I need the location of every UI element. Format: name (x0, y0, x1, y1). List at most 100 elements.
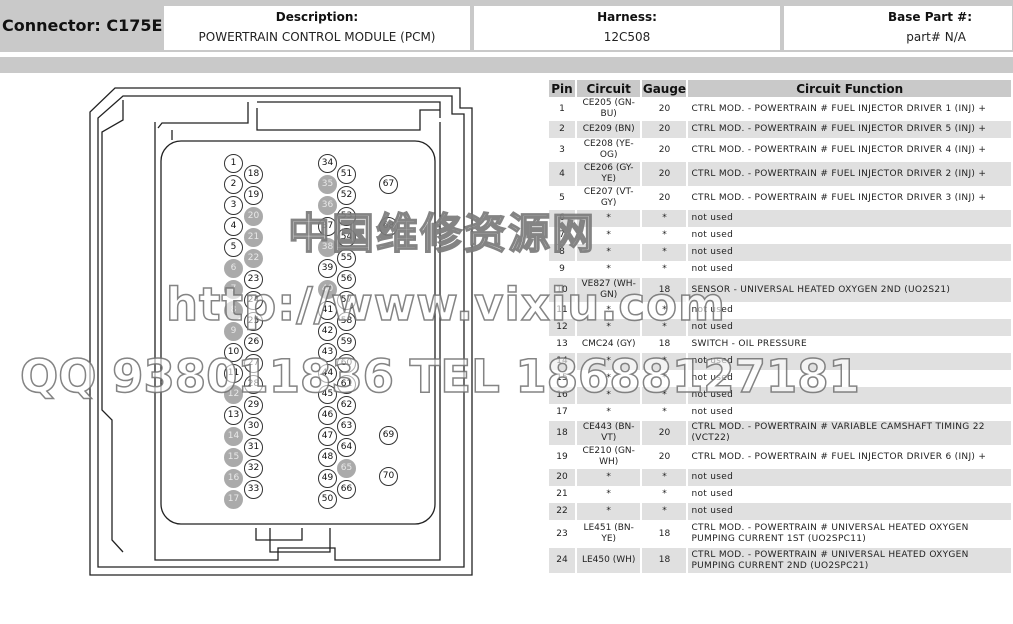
cavity: 57 (337, 291, 356, 310)
cavity: 51 (337, 165, 356, 184)
gauge-cell: * (641, 227, 689, 244)
function-cell: CTRL MOD. - POWERTRAIN # FUEL INJECTOR D… (687, 445, 1013, 469)
gauge-cell: 20 (641, 121, 689, 138)
circuit-cell: * (575, 404, 643, 421)
pin-cell: 16 (549, 387, 577, 404)
gauge-cell: * (641, 486, 689, 503)
circuit-cell: CMC24 (GY) (575, 336, 643, 353)
cavity: 53 (337, 207, 356, 226)
function-cell: not used (687, 486, 1013, 503)
pin-cell: 24 (549, 548, 577, 573)
cavity-plugged: 14 (224, 427, 243, 446)
gauge-cell: 18 (641, 520, 689, 548)
table-row: 11**not used (549, 302, 1013, 319)
pin-cell: 14 (549, 353, 577, 370)
function-cell: not used (687, 261, 1013, 278)
cavity: 4 (224, 217, 243, 236)
cavity: 48 (318, 448, 337, 467)
cavity-plugged: 7 (224, 280, 243, 299)
circuit-cell: CE205 (GN-BU) (575, 97, 643, 121)
gauge-cell: * (641, 404, 689, 421)
cavity: 64 (337, 438, 356, 457)
gauge-cell: 18 (641, 336, 689, 353)
function-cell: CTRL MOD. - POWERTRAIN # UNIVERSAL HEATE… (687, 548, 1013, 573)
gauge-cell: * (641, 244, 689, 261)
circuit-cell: CE210 (GN-WH) (575, 445, 643, 469)
cavity: 54 (337, 228, 356, 247)
cavity: 30 (244, 417, 263, 436)
pin-cell: 7 (549, 227, 577, 244)
cavity: 39 (318, 259, 337, 278)
pin-cell: 8 (549, 244, 577, 261)
connector-outline (89, 87, 473, 576)
circuit-cell: * (575, 370, 643, 387)
pin-cell: 9 (549, 261, 577, 278)
circuit-cell: * (575, 387, 643, 404)
base-part-value: part# N/A (906, 30, 966, 44)
circuit-cell: CE207 (VT-GY) (575, 186, 643, 210)
cavity: 27 (244, 354, 263, 373)
cavity: 19 (244, 186, 263, 205)
pin-cell: 3 (549, 138, 577, 162)
circuit-cell: CE443 (BN-VT) (575, 421, 643, 445)
cavity: 31 (244, 438, 263, 457)
circuit-cell: * (575, 503, 643, 520)
cavity: 47 (318, 427, 337, 446)
description-label: Description: (275, 10, 359, 24)
circuit-cell: CE209 (BN) (575, 121, 643, 138)
table-row: 22**not used (549, 503, 1013, 520)
gauge-cell: * (641, 210, 689, 227)
cavity: 11 (224, 364, 243, 383)
table-row: 14**not used (549, 353, 1013, 370)
table-row: 16**not used (549, 387, 1013, 404)
circuit-cell: * (575, 261, 643, 278)
function-cell: not used (687, 469, 1013, 486)
table-row: 21**not used (549, 486, 1013, 503)
cavity: 44 (318, 364, 337, 383)
cavity: 69 (379, 426, 398, 445)
cavity: 55 (337, 249, 356, 268)
circuit-cell: * (575, 469, 643, 486)
cavity: 5 (224, 238, 243, 257)
cavity: 29 (244, 396, 263, 415)
cavity: 37 (318, 217, 337, 236)
function-cell: CTRL MOD. - POWERTRAIN # FUEL INJECTOR D… (687, 97, 1013, 121)
cavity-plugged: 6 (224, 259, 243, 278)
circuit-cell: VE827 (WH-GN) (575, 278, 643, 302)
table-row: 9**not used (549, 261, 1013, 278)
circuit-cell: LE450 (WH) (575, 548, 643, 573)
pin-cell: 4 (549, 162, 577, 186)
cavity-plugged: 16 (224, 469, 243, 488)
harness-label: Harness: (597, 10, 657, 24)
description-value: POWERTRAIN CONTROL MODULE (PCM) (198, 30, 436, 44)
pin-cell: 23 (549, 520, 577, 548)
function-cell: CTRL MOD. - POWERTRAIN # FUEL INJECTOR D… (687, 186, 1013, 210)
cavity: 13 (224, 406, 243, 425)
function-cell: not used (687, 503, 1013, 520)
gauge-cell: 20 (641, 421, 689, 445)
gauge-cell: 20 (641, 97, 689, 121)
table-row: 7**not used (549, 227, 1013, 244)
cavity: 25 (244, 312, 263, 331)
cavity-plugged: 8 (224, 301, 243, 320)
circuit-cell: * (575, 210, 643, 227)
function-cell: CTRL MOD. - POWERTRAIN # FUEL INJECTOR D… (687, 138, 1013, 162)
function-cell: SENSOR - UNIVERSAL HEATED OXYGEN 2ND (UO… (687, 278, 1013, 302)
cavity: 26 (244, 333, 263, 352)
function-cell: SWITCH - OIL PRESSURE (687, 336, 1013, 353)
cavity: 42 (318, 322, 337, 341)
cavity: 34 (318, 154, 337, 173)
col-gauge-header: Gauge (641, 80, 689, 97)
base-part-box: Base Part #: part# N/A (784, 6, 1012, 50)
function-cell: CTRL MOD. - POWERTRAIN # FUEL INJECTOR D… (687, 162, 1013, 186)
cavity: 2 (224, 175, 243, 194)
gauge-cell: 20 (641, 186, 689, 210)
pin-cell: 5 (549, 186, 577, 210)
cavity: 1 (224, 154, 243, 173)
